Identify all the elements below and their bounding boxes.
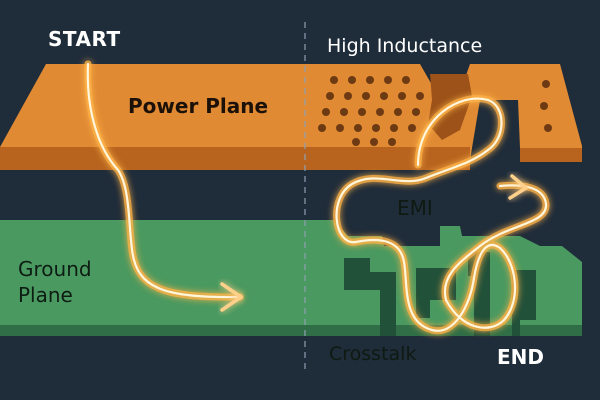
high-inductance-label: High Inductance [327,35,483,57]
arrowhead-direct [220,282,243,312]
via-hole [330,76,338,84]
via-hole [348,76,356,84]
via-hole [416,92,424,100]
via-hole [540,102,548,110]
crosstalk-label: Crosstalk [329,343,417,365]
via-hole [366,76,374,84]
via-hole [390,124,398,132]
via-hole [354,124,362,132]
via-hole [544,124,552,132]
start-label: START [48,27,121,51]
via-hole [370,138,378,146]
return-path-direct-core [86,62,242,299]
signal-paths [84,60,550,335]
return-path-direct [84,60,244,312]
via-hole [376,108,384,116]
via-hole [344,92,352,100]
via-hole [336,124,344,132]
arrowhead-detour [508,174,528,200]
return-path-detour-core [335,97,548,332]
power-plane-front-face [0,147,470,170]
ground-plane-label-line1: Ground [18,257,92,281]
via-array [318,76,552,146]
via-hole [318,124,326,132]
via-hole [412,108,420,116]
power-plane-label: Power Plane [128,94,269,118]
via-hole [408,124,416,132]
power-plane-top-face [0,64,582,162]
via-hole [384,76,392,84]
via-hole [352,138,360,146]
via-hole [322,108,330,116]
power-plane-right-front [520,148,582,162]
via-hole [388,138,396,146]
via-hole [358,108,366,116]
via-hole [340,108,348,116]
via-hole [398,92,406,100]
via-hole [362,92,370,100]
ground-plane-label-line2: Plane [18,283,73,307]
via-hole [542,80,550,88]
via-hole [380,92,388,100]
emi-label: EMI [397,196,433,220]
via-hole [326,92,334,100]
via-hole [394,108,402,116]
end-label: END [497,345,545,369]
ground-plane-label: Ground Plane [18,256,92,308]
ground-slot-left [344,258,396,336]
via-hole [372,124,380,132]
return-path-detour [333,95,550,335]
via-hole [402,76,410,84]
